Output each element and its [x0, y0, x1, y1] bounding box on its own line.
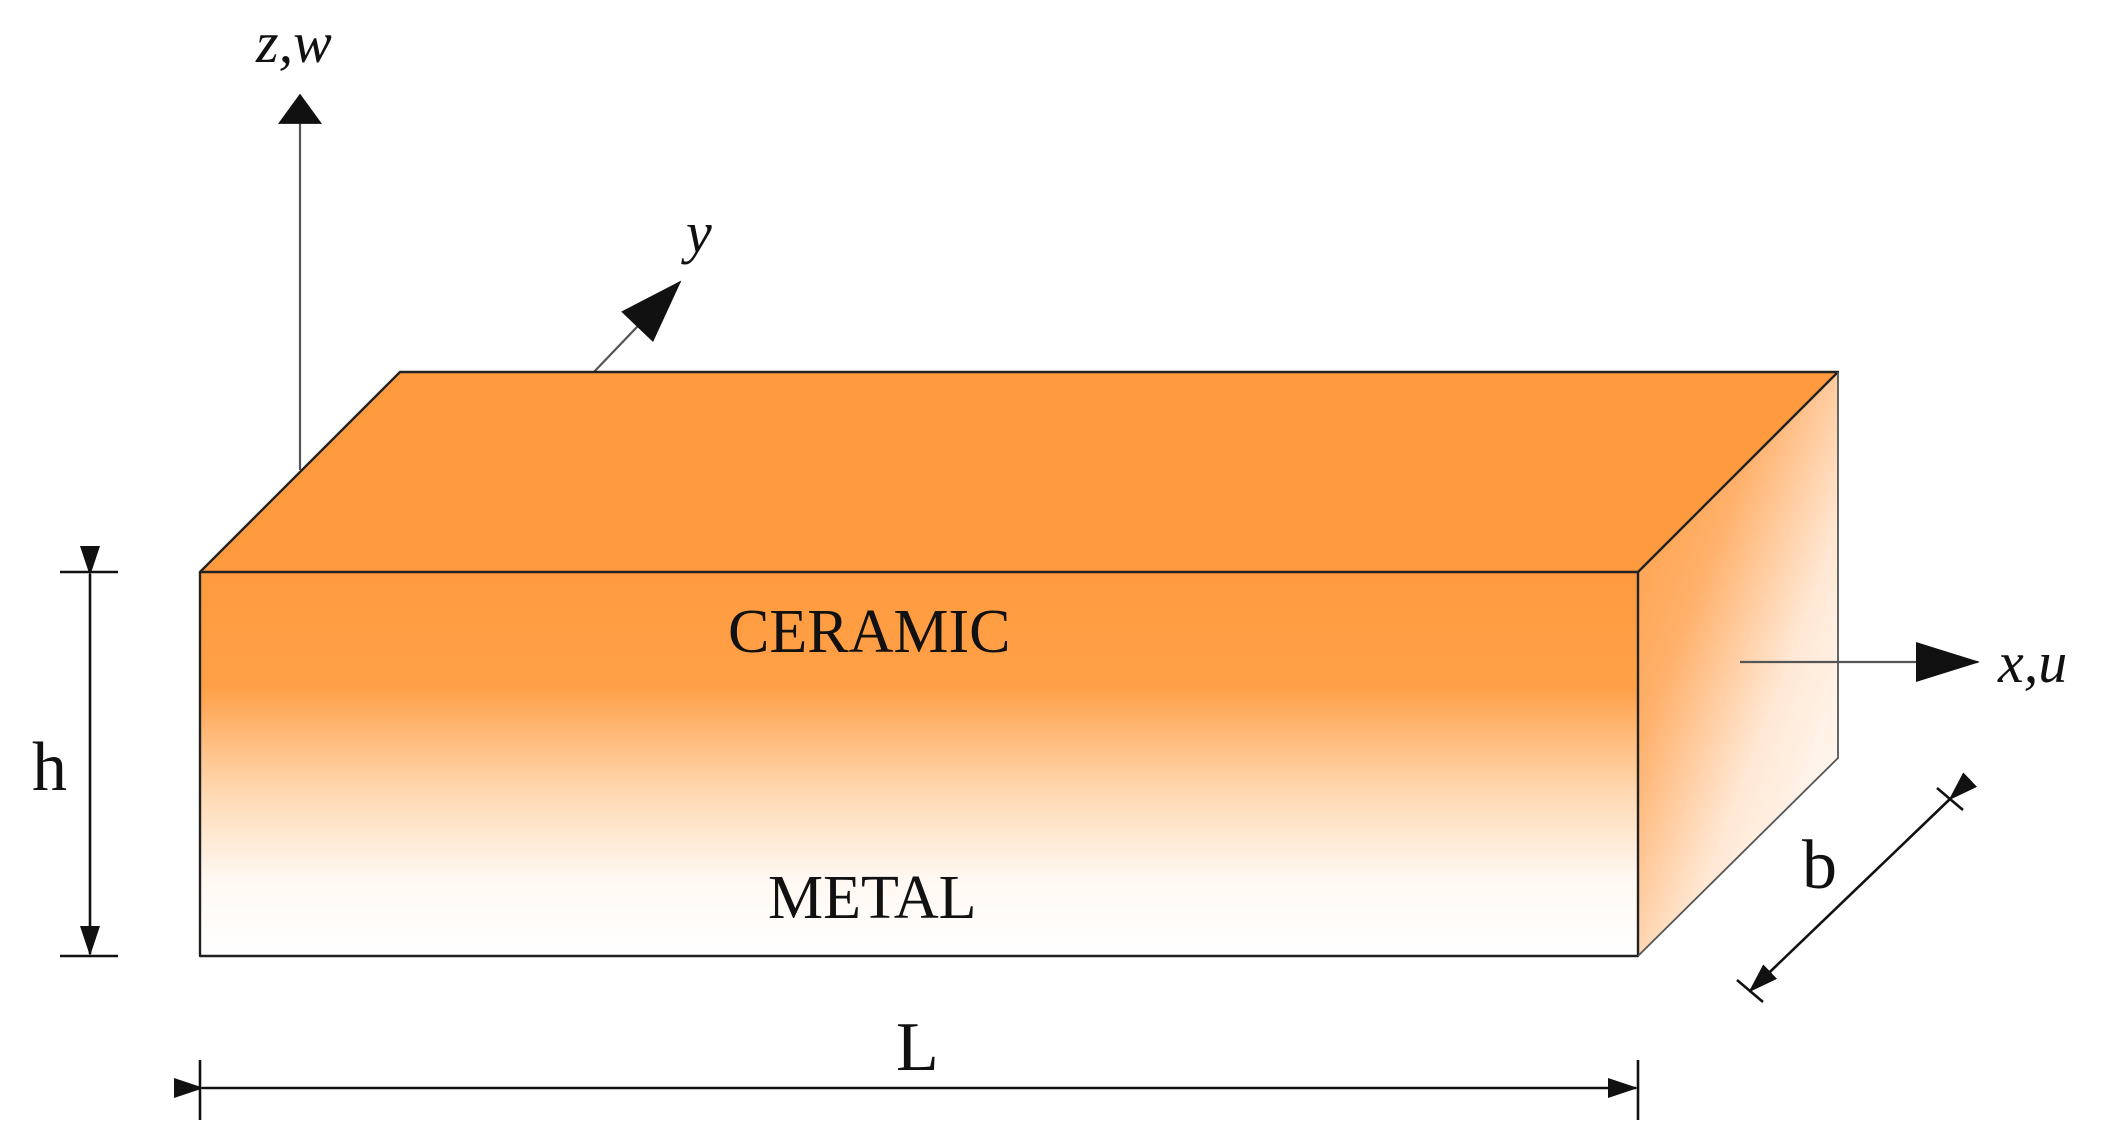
width-dimension [1736, 772, 1978, 1003]
height-dimension [60, 546, 118, 958]
beam-side-outline [1637, 372, 1839, 957]
metal-label: METAL [768, 864, 977, 932]
length-dimension [174, 1060, 1640, 1120]
y-axis-line [591, 280, 682, 375]
beam-top-face [200, 372, 1838, 572]
ceramic-label: CERAMIC [728, 598, 1010, 666]
y-axis-label: y [681, 200, 712, 265]
z-axis-label: z,w [255, 10, 332, 75]
beam-side-face [1638, 372, 1838, 956]
beam-front-outline [198, 572, 1640, 958]
length-label: L [896, 1009, 939, 1086]
beam-front-face [200, 572, 1638, 956]
width-label: b [1802, 827, 1837, 904]
height-label: h [32, 729, 67, 806]
x-axis-label: x,u [1997, 630, 2067, 695]
